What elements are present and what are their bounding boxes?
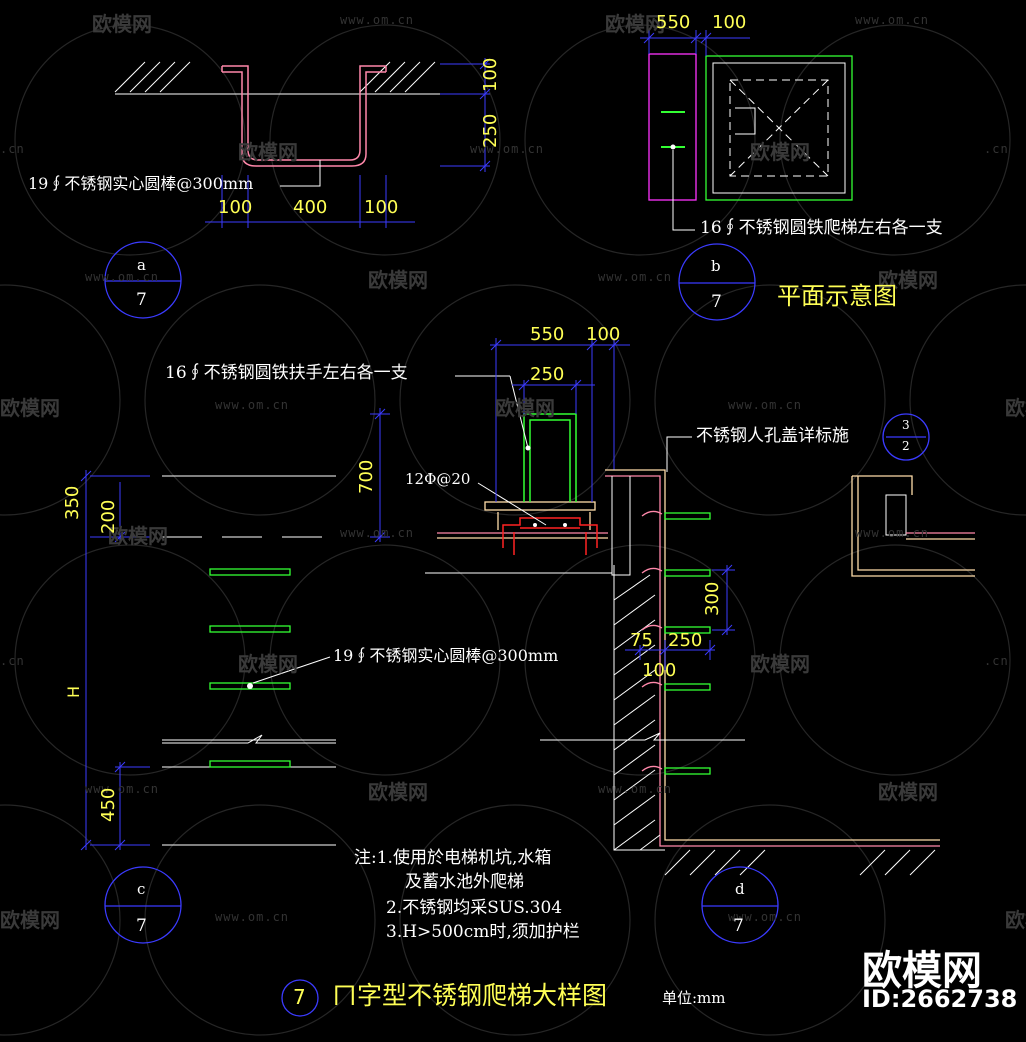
watermark-url: www.om.cn — [215, 910, 290, 924]
handrail-label-b: 16∮不锈钢圆铁爬梯左右各一支 — [700, 218, 943, 238]
note-1: 注:1.使用於电梯机坑,水箱 — [354, 848, 552, 868]
detail-a — [104, 58, 491, 319]
dim-300: 300 — [702, 581, 723, 616]
bubble-b-letter: b — [711, 257, 721, 275]
watermark-url: www.om.cn — [340, 526, 415, 540]
watermark-brand: 欧模网 — [750, 140, 810, 164]
watermark-brand: 欧模网 — [238, 652, 298, 676]
dim-b-100: 100 — [712, 12, 747, 33]
watermark-url: .cn — [0, 654, 25, 668]
watermark-brand: 欧模网 — [0, 908, 60, 932]
watermark-brand: 欧模网 — [0, 396, 60, 420]
dim-c-250: 250 — [530, 364, 565, 385]
plan-title: 平面示意图 — [777, 282, 897, 310]
watermark-brand: 欧模网 — [495, 396, 555, 420]
bubble-b-number: 7 — [711, 292, 722, 312]
bubble-a-letter: a — [137, 256, 146, 274]
watermark-brand: 欧模网 — [750, 652, 810, 676]
dim-a-bottom-1: 100 — [218, 197, 253, 218]
watermark-brand: 欧模网 — [878, 780, 938, 804]
dim-h: H — [64, 685, 83, 698]
cover-bubble-bottom: 2 — [902, 439, 910, 453]
note-2: 2.不锈钢均采SUS.304 — [386, 898, 563, 918]
note-1b: 及蓄水池外爬梯 — [405, 872, 524, 892]
title-bubble — [281, 979, 319, 1017]
rebar-label: 12Φ@20 — [405, 470, 471, 488]
watermark-url: .cn — [984, 142, 1009, 156]
main-title: ㄇ字型不锈钢爬梯大样图 — [332, 981, 608, 1010]
watermark-url: .cn — [0, 142, 25, 156]
watermark-url: www.om.cn — [470, 142, 545, 156]
watermark-url: www.om.cn — [85, 270, 160, 284]
dim-450: 450 — [98, 787, 119, 822]
dim-200: 200 — [98, 499, 119, 534]
dim-c-100: 100 — [586, 324, 621, 345]
dim-a-bottom-2: 400 — [293, 197, 328, 218]
watermark-brand: 欧模网 — [92, 12, 152, 36]
watermark-url: www.om.cn — [855, 13, 930, 27]
watermark-url: www.om.cn — [340, 13, 415, 27]
dim-700: 700 — [356, 459, 377, 494]
watermark-brand: 欧模网 — [878, 268, 938, 292]
watermark-url: www.om.cn — [855, 526, 930, 540]
dim-a-100: 100 — [480, 57, 501, 92]
dim-a-bottom-3: 100 — [364, 197, 399, 218]
brand-logo: 欧模网 — [862, 948, 982, 994]
title-number: 7 — [293, 985, 306, 1009]
watermark-brand: 欧模网 — [1005, 396, 1026, 420]
dim-350: 350 — [62, 485, 83, 520]
dim-75: 75 — [630, 630, 653, 651]
cover-label: 不锈钢人孔盖详标施 — [696, 426, 849, 446]
bubble-d-number: 7 — [733, 916, 744, 936]
dim-a-250: 250 — [480, 113, 501, 148]
dim-250-d: 250 — [668, 630, 703, 651]
watermark-brand: 欧模网 — [1005, 908, 1026, 932]
bubble-d-letter: d — [735, 880, 745, 898]
watermark-circles — [0, 24, 1026, 1036]
watermark-brand: 欧模网 — [368, 268, 428, 292]
dim-100-d: 100 — [642, 660, 677, 681]
watermark-url: www.om.cn — [598, 270, 673, 284]
handrail-section — [370, 338, 630, 574]
dim-c-550: 550 — [530, 324, 565, 345]
bubble-c-number: 7 — [136, 916, 147, 936]
watermark-url: www.om.cn — [598, 782, 673, 796]
watermark-brand: 欧模网 — [368, 780, 428, 804]
rung-label-c: 19∮不锈钢实心圆棒@300mm — [333, 646, 559, 665]
cover-bubble-top: 3 — [902, 418, 910, 432]
brand-id: ID:2662738 — [862, 985, 1018, 1013]
bubble-c-letter: c — [137, 880, 146, 898]
dim-b-550: 550 — [656, 12, 691, 33]
unit-label: 单位:mm — [662, 989, 726, 1007]
watermark-url: www.om.cn — [85, 782, 160, 796]
detail-d — [540, 413, 975, 944]
watermark-url: www.om.cn — [728, 398, 803, 412]
watermark-brand: 欧模网 — [108, 524, 168, 548]
watermark-brand: 欧模网 — [238, 140, 298, 164]
bubble-a-number: 7 — [136, 290, 147, 310]
watermark-url: .cn — [984, 654, 1009, 668]
rung-label-a: 19∮不锈钢实心圆棒@300mm — [28, 174, 254, 193]
watermark-url: www.om.cn — [728, 910, 803, 924]
handrail-label: 16∮不锈钢圆铁扶手左右各一支 — [165, 363, 408, 383]
detail-b — [640, 30, 853, 321]
detail-c — [80, 470, 336, 944]
watermark-url: www.om.cn — [215, 398, 290, 412]
watermark-brand: 欧模网 — [605, 12, 665, 36]
note-3: 3.H>500cm时,须加护栏 — [386, 922, 580, 942]
